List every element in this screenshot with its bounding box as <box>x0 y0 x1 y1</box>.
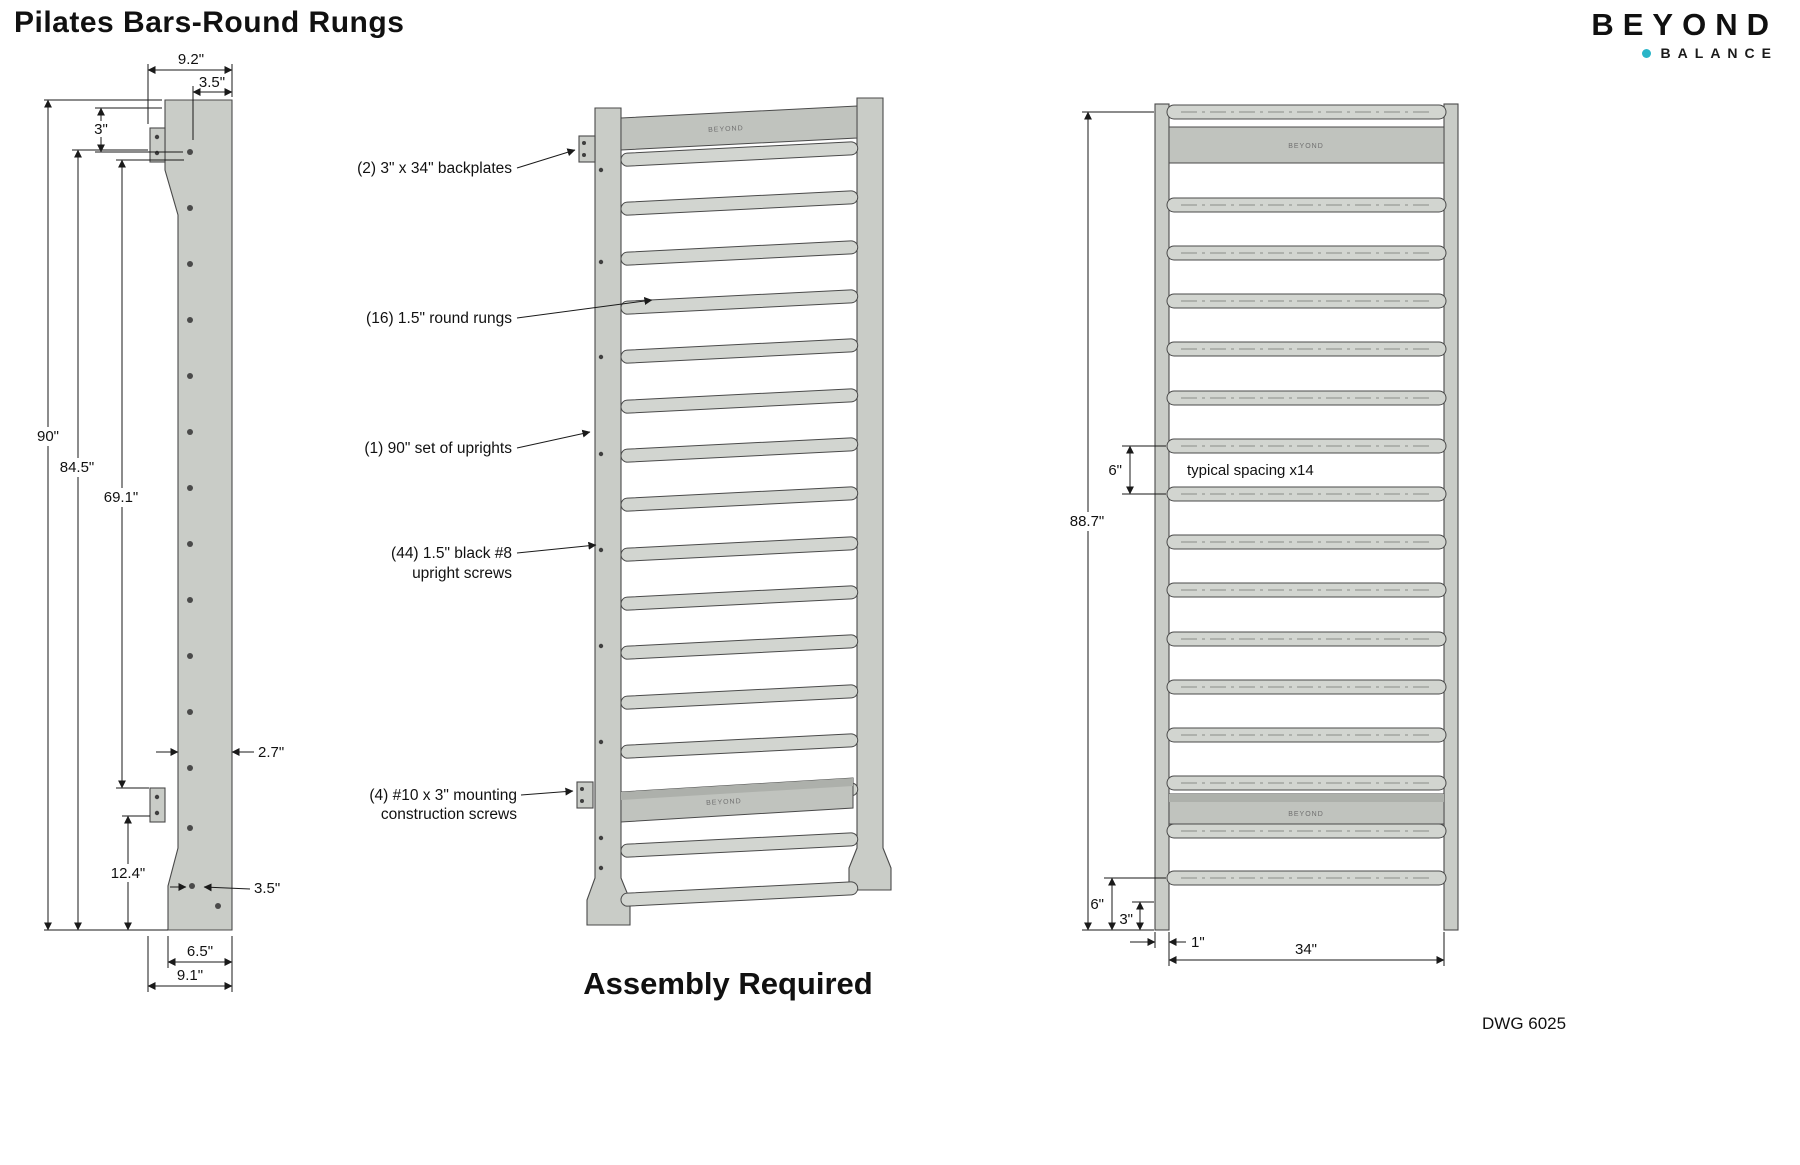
dim-label: 90" <box>37 428 59 445</box>
dim-2-7: 2.7" <box>156 744 284 761</box>
backplate-logo: BEYOND <box>708 125 744 134</box>
dim-label: 12.4" <box>111 865 146 882</box>
right-upright <box>1443 103 1459 931</box>
dim-label: 69.1" <box>104 489 139 506</box>
top-backplate <box>1168 126 1445 164</box>
dim-9-1: 9.1" <box>147 936 233 992</box>
dim-label: 6" <box>1090 896 1104 913</box>
top-bracket <box>578 135 596 163</box>
dim-label: 2.7" <box>258 744 284 761</box>
dim-label: 9.2" <box>178 51 204 68</box>
front-view: BEYOND BEYOND 88.7" 6" typical spacing x… <box>1060 103 1459 966</box>
callout-label: (16) 1.5" round rungs <box>366 310 512 327</box>
callout-label: construction screws <box>381 806 517 823</box>
brand-dot-icon <box>1641 48 1651 58</box>
dim-label: 3" <box>1119 911 1133 928</box>
bottom-backplate-side <box>149 787 166 823</box>
bottom-bracket <box>576 781 594 809</box>
bottom-backplate-shadow <box>621 778 853 800</box>
dim-label: 9.1" <box>177 967 203 984</box>
dim-6-typical: 6" typical spacing x14 <box>1108 445 1360 495</box>
backplate-logo: BEYOND <box>1288 811 1324 818</box>
dim-1: 1" <box>1130 932 1205 951</box>
brand-name: BEYOND <box>1591 7 1778 42</box>
dim-label: 6.5" <box>187 943 213 960</box>
dim-label: 3.5" <box>254 880 280 897</box>
side-view: 9.2" 3.5" 3" 90" <box>31 51 284 992</box>
brand-logo: BEYOND BALANCE <box>1591 7 1778 62</box>
callout-upright-screws: (44) 1.5" black #8 upright screws <box>391 541 597 582</box>
callout-label: (44) 1.5" black #8 <box>391 545 512 562</box>
page-title: Pilates Bars-Round Rungs <box>14 6 405 39</box>
screw-icon <box>154 150 160 156</box>
dim-label: 1" <box>1191 934 1205 951</box>
dim-label: 84.5" <box>60 459 95 476</box>
backplate-logo: BEYOND <box>1288 143 1324 150</box>
dim-90: 90" <box>31 99 168 931</box>
dim-label: 3" <box>94 121 108 138</box>
upright-side-profile <box>164 99 233 931</box>
dim-label: 88.7" <box>1070 513 1105 530</box>
left-upright <box>586 107 631 926</box>
dim-34: 34" <box>1168 932 1445 966</box>
dim-3-bottom: 3" <box>1119 901 1154 931</box>
perspective-view: BEYOND BEYOND (2) 3" x 34" backplates <box>357 97 892 926</box>
dim-3-5-bottom: 3.5" <box>170 880 280 897</box>
backplate-logo: BEYOND <box>706 798 742 807</box>
dim-3: 3" <box>89 107 183 153</box>
top-backplate <box>620 105 858 151</box>
callout-label: (2) 3" x 34" backplates <box>357 160 512 177</box>
dim-84-5: 84.5" <box>54 149 148 931</box>
right-upright <box>848 97 892 891</box>
top-backplate-side <box>149 127 166 163</box>
dim-label: 6" <box>1108 462 1122 479</box>
screw-icon <box>154 794 160 800</box>
callout-uprights: (1) 90" set of uprights <box>364 429 591 457</box>
screw-icon <box>154 810 160 816</box>
dim-12-4: 12.4" <box>104 815 152 931</box>
spacing-note: typical spacing x14 <box>1187 462 1314 479</box>
dim-label: 34" <box>1295 941 1317 958</box>
dim-6-bottom: 6" <box>1090 877 1166 931</box>
dim-label: 3.5" <box>199 74 225 91</box>
assembly-note: Assembly Required <box>583 966 873 1001</box>
callout-rungs: (16) 1.5" round rungs <box>366 297 653 327</box>
callout-label: upright screws <box>412 565 512 582</box>
dim-3-5-top: 3.5" <box>192 74 233 140</box>
callout-backplates: (2) 3" x 34" backplates <box>357 148 576 177</box>
dim-88-7: 88.7" <box>1060 111 1154 931</box>
left-upright <box>1154 103 1170 931</box>
dim-69-1: 69.1" <box>98 159 184 789</box>
upright-holes <box>187 149 221 909</box>
callout-mounting-screws: (4) #10 x 3" mounting construction screw… <box>369 787 574 823</box>
brand-subline: BALANCE <box>1591 45 1778 61</box>
dim-9-2: 9.2" <box>147 51 233 124</box>
brand-subname: BALANCE <box>1660 45 1778 61</box>
callout-label: (4) #10 x 3" mounting <box>369 787 517 804</box>
callout-label: (1) 90" set of uprights <box>364 440 512 457</box>
rungs <box>1166 104 1447 886</box>
bottom-backplate-shadow <box>1169 794 1444 802</box>
upright-screws <box>598 167 604 871</box>
screw-icon <box>154 134 160 140</box>
drawing-number: DWG 6025 <box>1482 1014 1567 1033</box>
